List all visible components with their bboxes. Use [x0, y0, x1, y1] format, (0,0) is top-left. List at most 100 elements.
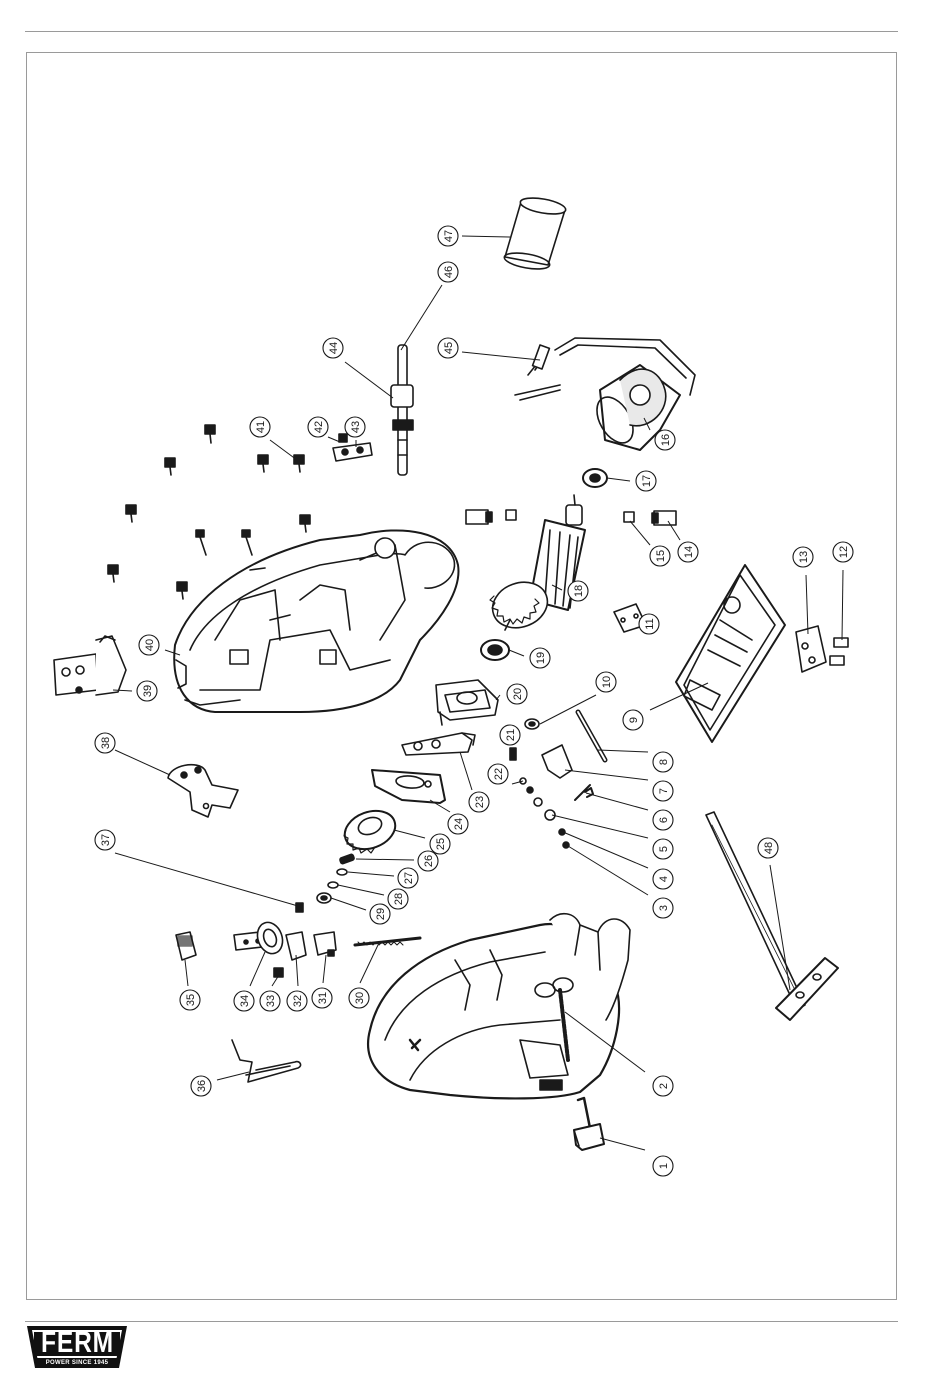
- leader-line-47: [462, 236, 510, 237]
- callout-number-34: 34: [239, 995, 251, 1007]
- leader-line-8: [598, 750, 648, 752]
- leader-line-38: [115, 750, 170, 775]
- callout-15: 15: [650, 546, 670, 566]
- callout-number-14: 14: [683, 546, 695, 558]
- leader-line-31: [323, 955, 326, 983]
- callout-31: 31: [312, 988, 332, 1008]
- part-31-34-selector: [234, 919, 336, 977]
- callout-36: 36: [191, 1076, 211, 1096]
- part-small-hardware: [510, 712, 605, 848]
- leader-line-27: [348, 872, 394, 876]
- part-18-armature: [486, 495, 585, 635]
- callout-number-17: 17: [641, 475, 653, 487]
- brand-tagline: POWER SINCE 1945: [27, 1360, 127, 1366]
- leader-line-37: [115, 853, 298, 906]
- leader-line-19: [509, 650, 524, 656]
- part-40-housing-half: [174, 530, 458, 712]
- callout-number-42: 42: [313, 421, 325, 433]
- callout-number-30: 30: [354, 992, 366, 1004]
- callout-16: 16: [655, 430, 675, 450]
- callout-42: 42: [308, 417, 328, 437]
- callout-number-19: 19: [535, 652, 547, 664]
- callout-number-16: 16: [660, 434, 672, 446]
- callout-number-9: 9: [628, 717, 640, 723]
- callout-number-40: 40: [144, 639, 156, 651]
- callout-46: 46: [438, 262, 458, 282]
- leader-line-44: [345, 362, 393, 398]
- leader-line-4: [563, 832, 648, 868]
- callout-27: 27: [398, 868, 418, 888]
- part-37-screw: [296, 903, 303, 912]
- callout-number-38: 38: [100, 737, 112, 749]
- callout-number-23: 23: [474, 796, 486, 808]
- callout-number-41: 41: [255, 421, 267, 433]
- leader-line-30: [360, 945, 378, 983]
- callout-number-2: 2: [658, 1083, 670, 1089]
- leader-line-35: [185, 960, 188, 986]
- callout-number-5: 5: [658, 846, 670, 852]
- leader-line-12: [842, 570, 843, 640]
- callout-19: 19: [530, 648, 550, 668]
- callout-18: 18: [568, 581, 588, 601]
- leader-line-10: [540, 695, 596, 724]
- leader-line-36: [217, 1072, 249, 1080]
- callout-number-39: 39: [142, 685, 154, 697]
- callout-number-35: 35: [185, 994, 197, 1006]
- callout-number-8: 8: [658, 759, 670, 765]
- callout-number-3: 3: [658, 905, 670, 911]
- leader-line-23: [460, 752, 472, 790]
- part-20-pendulum-block: [436, 680, 498, 725]
- callout-number-7: 7: [658, 788, 670, 794]
- callout-13: 13: [793, 547, 813, 567]
- leader-line-26: [356, 859, 414, 860]
- callout-39: 39: [137, 681, 157, 701]
- leader-line-32: [296, 955, 298, 986]
- callout-21: 21: [500, 725, 520, 745]
- part-23-lever: [402, 733, 475, 755]
- part-39-switch: [54, 636, 126, 695]
- part-30-saw-blade: [355, 938, 420, 945]
- callout-25: 25: [430, 834, 450, 854]
- callout-number-15: 15: [655, 550, 667, 562]
- callout-number-27: 27: [403, 872, 415, 884]
- callout-number-6: 6: [658, 817, 670, 823]
- leader-line-5: [552, 815, 648, 838]
- callout-34: 34: [234, 991, 254, 1011]
- leader-line-34: [250, 952, 265, 986]
- part-25-29-gear-assembly: [317, 804, 401, 903]
- callout-number-43: 43: [350, 421, 362, 433]
- leader-line-29: [331, 898, 366, 910]
- part-24-guide-plate: [372, 770, 445, 803]
- callout-number-4: 4: [658, 876, 670, 882]
- part-44-46-plunger-shaft: [391, 345, 413, 475]
- callout-2: 2: [653, 1076, 673, 1096]
- callout-6: 6: [653, 810, 673, 830]
- part-36-hex-key-holder: [232, 1040, 301, 1082]
- callout-40: 40: [139, 635, 159, 655]
- callout-17: 17: [636, 471, 656, 491]
- leader-line-15: [630, 521, 650, 545]
- leader-line-7: [565, 770, 648, 780]
- callout-number-21: 21: [505, 729, 517, 741]
- callout-8: 8: [653, 752, 673, 772]
- callout-35: 35: [180, 990, 200, 1010]
- callout-number-11: 11: [644, 618, 656, 629]
- callout-number-13: 13: [798, 551, 810, 563]
- callout-38: 38: [95, 733, 115, 753]
- callout-number-20: 20: [512, 688, 524, 700]
- part-47-sleeve: [503, 195, 567, 272]
- brand-name: FERM: [41, 1327, 114, 1359]
- part-2-housing-front: [368, 914, 630, 1099]
- part-17-bearing: [583, 469, 607, 487]
- callout-29: 29: [370, 904, 390, 924]
- callout-number-46: 46: [443, 266, 455, 278]
- leader-line-46: [401, 285, 442, 350]
- callout-number-47: 47: [443, 230, 455, 242]
- leader-line-3: [568, 846, 648, 895]
- callout-number-29: 29: [375, 908, 387, 920]
- callout-23: 23: [469, 792, 489, 812]
- brand-logo: FERM POWER SINCE 1945: [27, 1326, 127, 1368]
- leader-line-28: [338, 885, 384, 895]
- leader-line-25: [394, 830, 425, 838]
- callout-number-28: 28: [393, 893, 405, 905]
